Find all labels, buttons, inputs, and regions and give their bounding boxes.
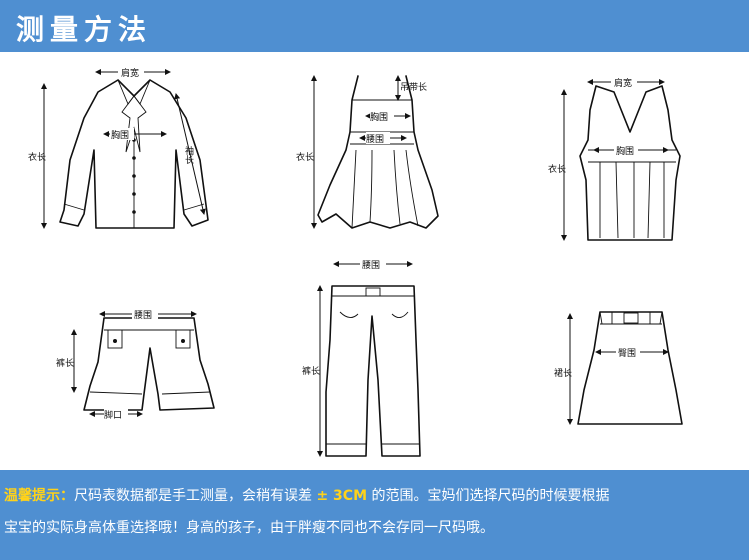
footer-line-1: 温馨提示：尺码表数据都是手工测量，会稍有误差 ± 3CM 的范围。宝妈们选择尺码… xyxy=(4,482,609,510)
label-dress-waist: 腰围 xyxy=(366,134,384,145)
pants-measures: 腰围 裤长 xyxy=(302,258,413,457)
skirt-measures: 臀围 裙长 xyxy=(554,313,669,425)
label-dress-length: 衣长 xyxy=(296,151,314,163)
label-pants-length: 裤长 xyxy=(302,365,320,377)
tip-label: 温馨提示： xyxy=(4,488,74,504)
measurement-diagram: 肩宽 胸围 衣长 袖长 胸围 腰围 吊带长 衣长 肩宽 胸围 xyxy=(28,66,683,457)
label-shorts-length: 裤长 xyxy=(56,357,74,369)
skirt-illustration xyxy=(577,311,683,425)
dress-measures: 胸围 腰围 吊带长 衣长 xyxy=(296,75,427,229)
label-tank-length: 衣长 xyxy=(548,163,566,175)
tank-top-illustration xyxy=(579,85,681,241)
page-title: 测量方法 xyxy=(16,13,153,46)
dress-illustration xyxy=(317,75,439,229)
shorts-measures: 腰围 裤长 脚口 xyxy=(56,308,197,421)
label-skirt-hip: 臀围 xyxy=(618,348,636,359)
label-dress-strap: 吊带长 xyxy=(400,81,427,93)
label-shorts-leg-opening: 脚口 xyxy=(104,410,122,421)
label-shirt-shoulder: 肩宽 xyxy=(121,67,139,79)
footer-line-2: 宝宝的实际身高体重选择哦！身高的孩子，由于胖瘦不同也不会存同一尺码哦。 xyxy=(4,520,494,536)
tip-text-1-tail: 的范围。宝妈们选择尺码的时候要根据 xyxy=(371,488,610,504)
footer-banner: 温馨提示：尺码表数据都是手工测量，会稍有误差 ± 3CM 的范围。宝妈们选择尺码… xyxy=(0,470,749,560)
header-banner: 测量方法 xyxy=(0,0,749,52)
pants-illustration xyxy=(325,285,421,457)
label-dress-chest: 胸围 xyxy=(370,111,388,123)
tip-text-1: 尺码表数据都是手工测量，会稍有误差 xyxy=(74,488,312,504)
label-pants-waist: 腰围 xyxy=(362,260,380,271)
label-tank-chest: 胸围 xyxy=(616,145,634,157)
label-shirt-chest: 胸围 xyxy=(111,129,129,141)
tank-top-measures: 肩宽 胸围 衣长 xyxy=(548,76,669,241)
tip-tolerance: ± 3CM xyxy=(316,488,368,504)
shirt-measures: 肩宽 胸围 衣长 袖长 xyxy=(28,66,206,229)
shorts-illustration xyxy=(83,317,215,411)
label-shirt-length: 衣长 xyxy=(28,151,46,163)
label-tank-shoulder: 肩宽 xyxy=(614,77,632,89)
label-shorts-waist: 腰围 xyxy=(134,310,152,321)
label-skirt-length: 裙长 xyxy=(554,367,572,379)
label-shirt-sleeve: 袖长 xyxy=(183,145,194,165)
